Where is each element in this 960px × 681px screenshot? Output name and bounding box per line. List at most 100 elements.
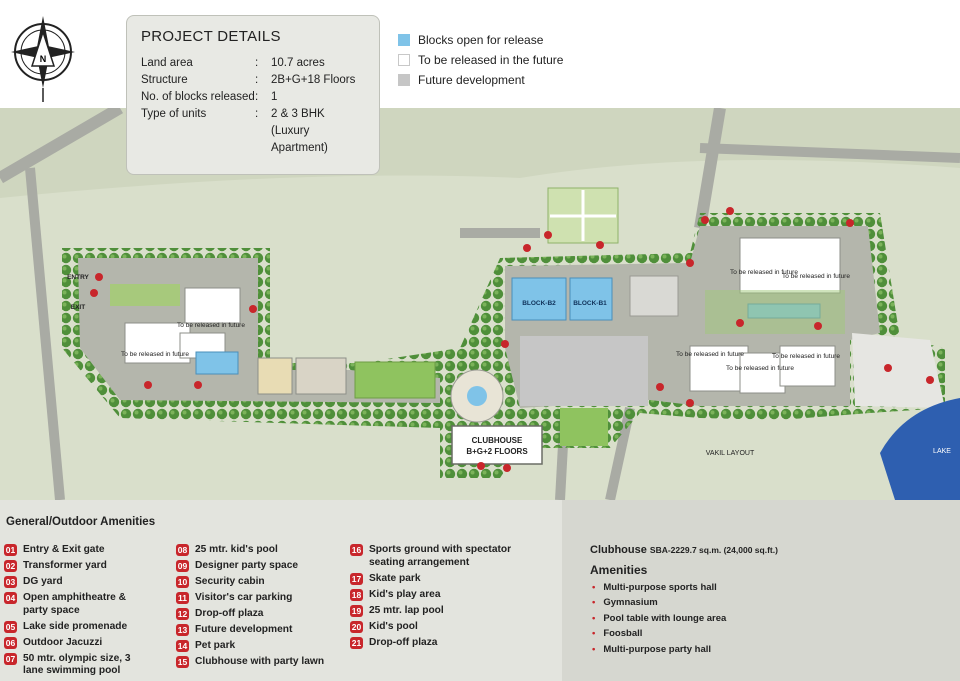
block-label: To be released in future [676, 351, 744, 358]
legend-label: Future development [418, 73, 525, 87]
block-label: To be released in future [177, 322, 245, 329]
lake [880, 398, 960, 500]
exit-label: EXIT [71, 304, 85, 311]
block-label: To be released in future [121, 351, 189, 358]
detail-value: 1 [271, 91, 278, 103]
block-label: To be released in future [730, 269, 798, 276]
detail-key: Structure [141, 74, 188, 86]
detail-row: Type of units : 2 & 3 BHK (Luxury Apartm… [141, 106, 365, 157]
legend-item: To be released in the future [398, 50, 563, 70]
garden-paths [550, 190, 616, 241]
list-item: •Pool table with lounge area [592, 612, 727, 624]
map-legend: Blocks open for release To be released i… [398, 30, 563, 90]
legend-item: Blocks open for release [398, 30, 563, 50]
block-group-east [689, 237, 841, 394]
north-compass-icon: N [11, 16, 75, 102]
released-blocks [511, 277, 613, 321]
list-item: •Multi-purpose sports hall [592, 582, 717, 593]
detail-key: Type of units [141, 108, 207, 120]
list-item: •Gymnasium [592, 597, 658, 609]
general-amenities-title: General/Outdoor Amenities [6, 516, 156, 528]
lake-label: LAKE [933, 448, 951, 455]
legend-swatch [398, 34, 410, 46]
legend-label: To be released in the future [418, 53, 564, 67]
detail-key: Land area [141, 57, 193, 69]
entry-label: ENTRY [67, 274, 89, 281]
block-label: To be released in future [772, 353, 840, 360]
lap-pool [195, 351, 239, 375]
clubhouse-floors-label: B+G+2 FLOORS [466, 447, 528, 456]
sports-ground [354, 361, 436, 399]
detail-value: 10.7 acres [271, 57, 325, 69]
block-label: To be released in future [782, 273, 850, 280]
pet-park [560, 408, 608, 446]
detail-row: Land area : 10.7 acres [141, 55, 365, 72]
clubhouse-amenities-list: •Multi-purpose sports hall •Gymnasium •P… [592, 580, 726, 657]
clubhouse-amenities-title: Amenities [590, 563, 648, 577]
block-b1-label: BLOCK-B1 [573, 300, 607, 307]
legend-swatch [398, 54, 410, 66]
list-item: •Foosball [592, 628, 643, 640]
clubhouse-panel: Clubhouse SBA-2229.7 sq.m. (24,000 sq.ft… [562, 500, 960, 681]
detail-row: Structure : 2B+G+18 Floors [141, 72, 365, 89]
svg-text:N: N [40, 54, 47, 64]
legend-item: Future development [398, 70, 563, 90]
pool-deck [705, 290, 845, 334]
vakil-layout-label: VAKIL LAYOUT [706, 450, 755, 457]
future-development-zone [852, 333, 945, 408]
block-group-west [124, 287, 241, 364]
road [25, 167, 65, 500]
project-details-title: PROJECT DETAILS [141, 28, 281, 45]
block-label: To be released in future [726, 365, 794, 372]
skate-park [295, 357, 347, 395]
fountain [467, 386, 487, 406]
legend-swatch [398, 74, 410, 86]
detail-key: No. of blocks released [141, 91, 255, 103]
kids-play-area [257, 357, 293, 395]
list-item: •Multi-purpose party hall [592, 643, 712, 655]
detail-value: 2B+G+18 Floors [271, 74, 356, 86]
road [0, 108, 124, 184]
road [694, 108, 726, 229]
lawn [110, 284, 180, 306]
drop-off-plaza [629, 275, 679, 317]
clubhouse-building [451, 425, 543, 465]
clubhouse-sba: SBA-2229.7 sq.m. (24,000 sq.ft.) [649, 545, 778, 555]
block-b2-label: BLOCK-B2 [522, 300, 556, 307]
project-details-panel: PROJECT DETAILS Land area : 10.7 acres S… [126, 15, 380, 175]
detail-value: 2 & 3 BHK (Luxury Apartment) [271, 108, 328, 154]
amenity-markers [90, 207, 934, 472]
future-development-zone [520, 336, 648, 406]
detail-row: No. of blocks released : 1 [141, 89, 365, 106]
legend-label: Blocks open for release [418, 33, 544, 47]
clubhouse-title: Clubhouse SBA-2229.7 sq.m. (24,000 sq.ft… [590, 544, 778, 556]
clubhouse-label: CLUBHOUSE [472, 436, 523, 445]
road [699, 143, 960, 163]
